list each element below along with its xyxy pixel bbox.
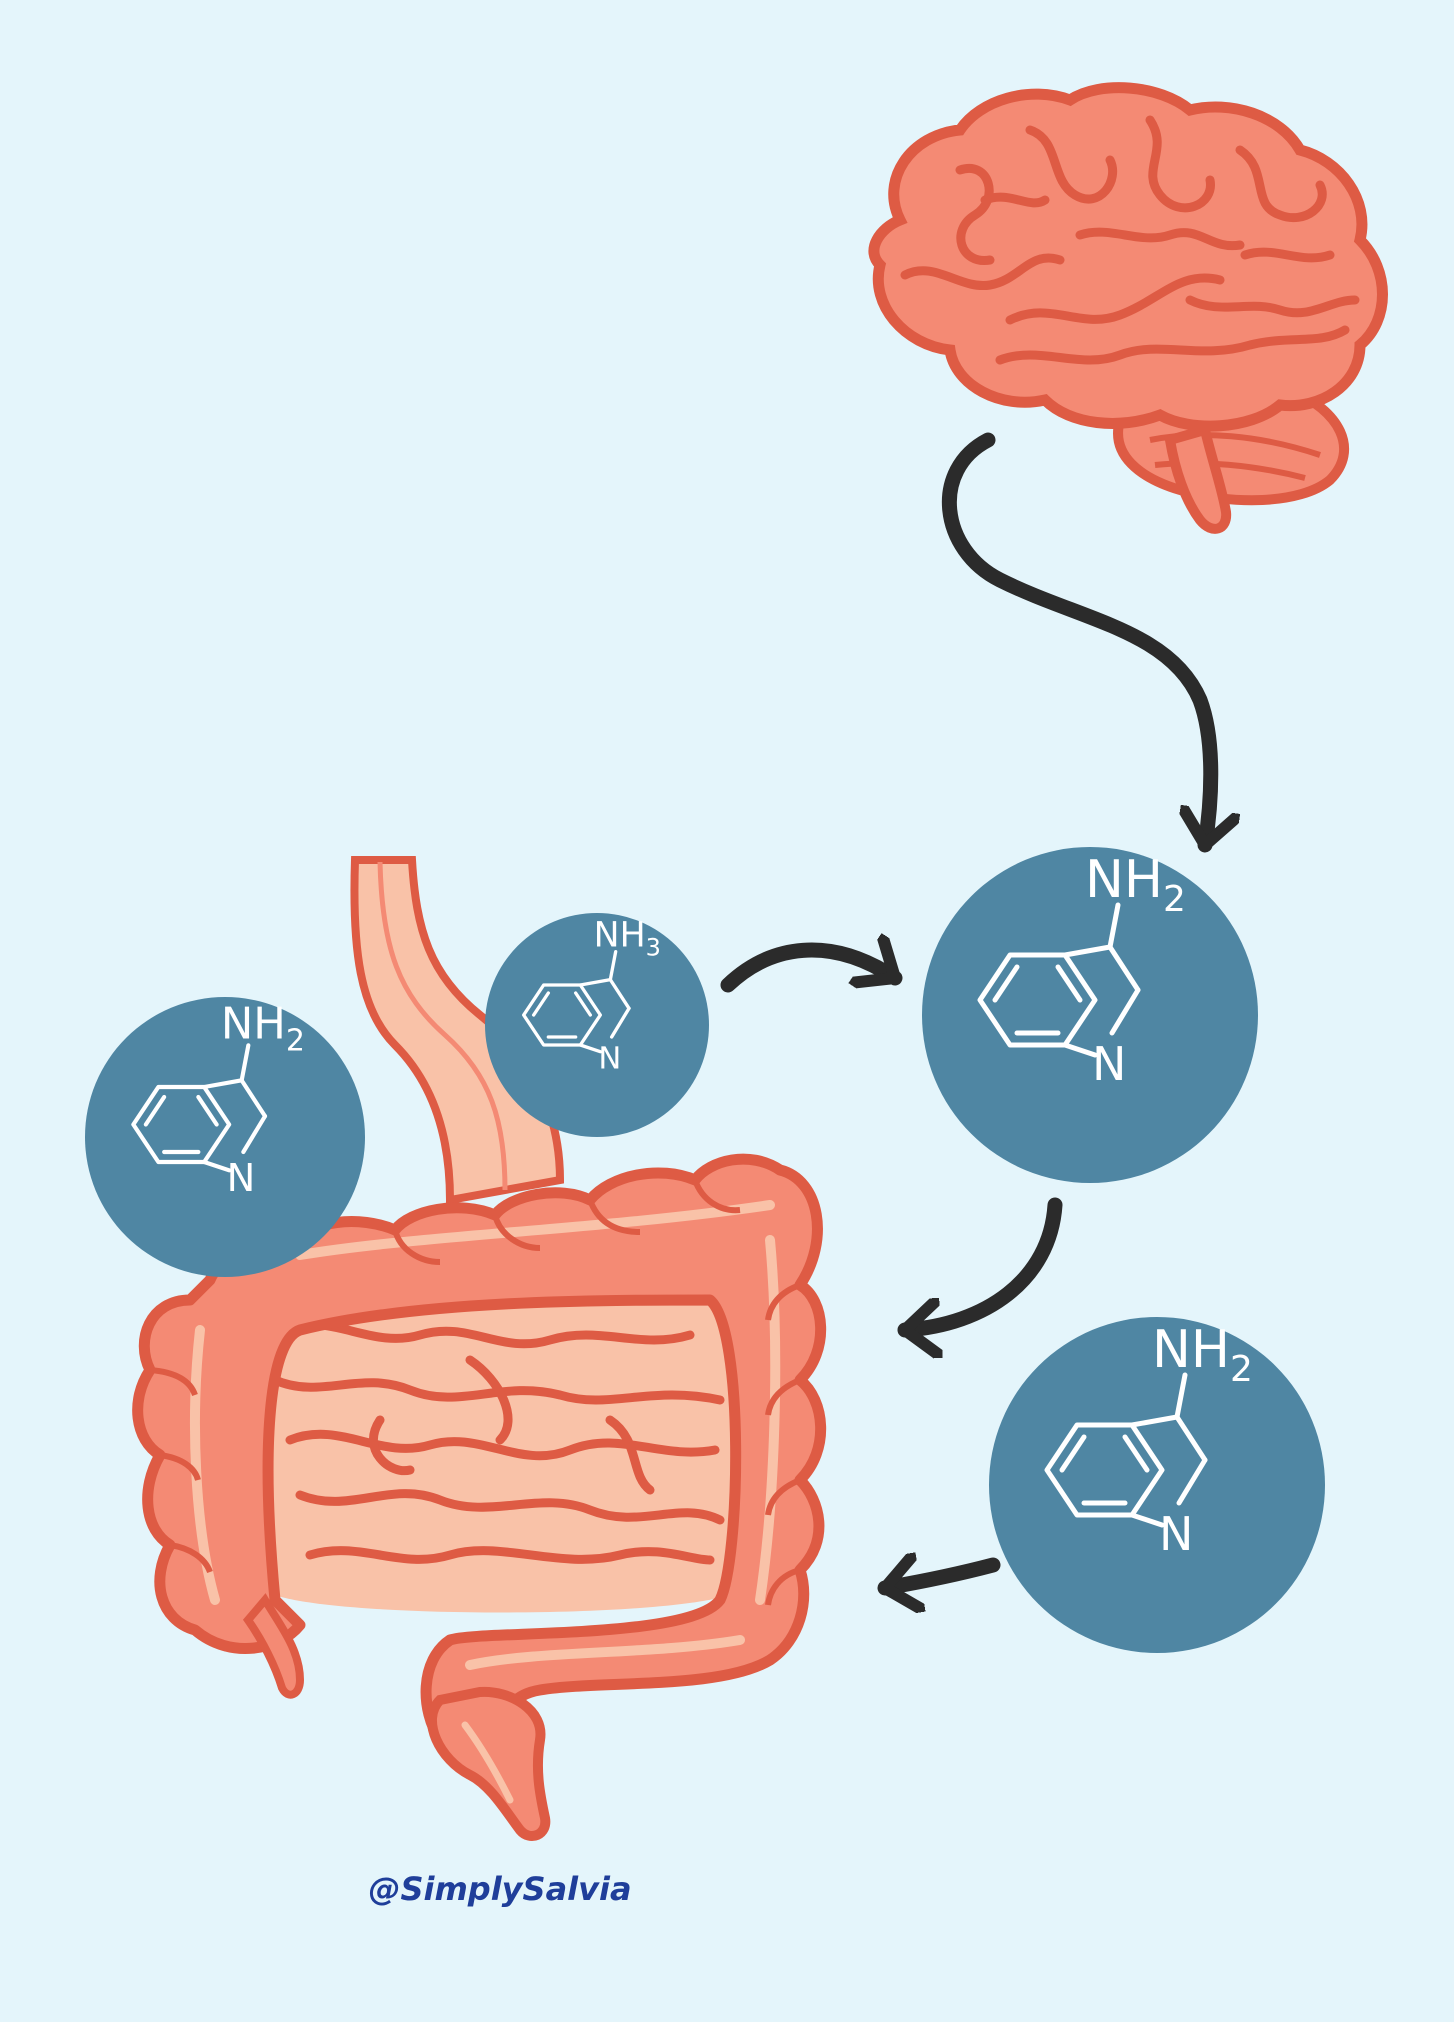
arrow-molecule-to-gut [897,1197,1063,1330]
amine-label: NH2 [1152,1320,1253,1390]
digestive-tract-icon [132,856,827,1841]
ring-nitrogen-label: N [1159,1507,1193,1561]
molecule-badge [922,847,1258,1183]
amine-subscript: 2 [1163,879,1186,920]
brain-icon [868,82,1388,534]
ring-nitrogen-label: N [1092,1037,1126,1091]
amine-subscript: 2 [286,1023,305,1058]
amine-label: NH2 [221,1000,305,1059]
amine-subscript: 2 [1230,1349,1253,1390]
molecule-badge [485,913,709,1137]
arrow-molecule-to-molecule [720,950,903,993]
amine-subscript: 3 [646,934,661,962]
amine-label: NH2 [1085,850,1186,920]
amine-label: NH3 [594,915,661,961]
arrow-brain-to-molecule [941,432,1210,853]
molecule-badge [989,1317,1325,1653]
arrow-lower-molecule-to-gut [877,1565,1001,1588]
ring-nitrogen-label: N [227,1156,256,1201]
author-credit: @SimplySalvia [368,1870,632,1908]
molecule-badge [85,997,365,1277]
ring-nitrogen-label: N [598,1041,621,1076]
